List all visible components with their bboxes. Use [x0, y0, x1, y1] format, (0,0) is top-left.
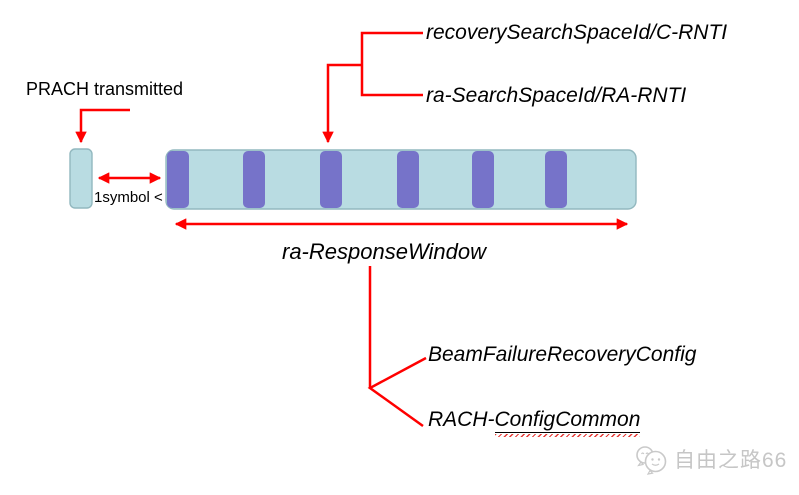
prach-transmitted-label: PRACH transmitted [26, 79, 184, 99]
recovery-searchspace-label: recoverySearchSpaceId/C-RNTI [426, 21, 728, 44]
pdcch-down-arrow [322, 63, 362, 144]
response-window-label: ra-ResponseWindow [282, 239, 487, 264]
monitoring-occasion [243, 151, 265, 208]
rach-config-label: RACH-ConfigCommon [428, 408, 641, 433]
monitoring-occasion [472, 151, 494, 208]
monitoring-occasion [167, 151, 189, 208]
monitoring-occasion [545, 151, 567, 208]
prach-block [69, 148, 93, 209]
watermark: 自由之路66 [634, 443, 787, 479]
monitoring-occasion [320, 151, 342, 208]
gap-label: 1symbol < [94, 189, 163, 206]
config-fork-line [367, 356, 427, 428]
bfr-config-label: BeamFailureRecoveryConfig [428, 343, 697, 366]
monitoring-occasions [167, 151, 567, 208]
watermark-text: 自由之路66 [674, 449, 788, 473]
wechat-chat-bubbles-icon [636, 446, 667, 475]
rach-config-underlined: ConfigCommon [494, 408, 641, 433]
pdcch-bracket-line [360, 31, 423, 97]
rach-config-prefix: RACH- [428, 408, 495, 431]
prach-pointer-arrow [75, 108, 130, 144]
ra-searchspace-label: ra-SearchSpaceId/RA-RNTI [426, 84, 687, 107]
monitoring-occasion [397, 151, 419, 208]
